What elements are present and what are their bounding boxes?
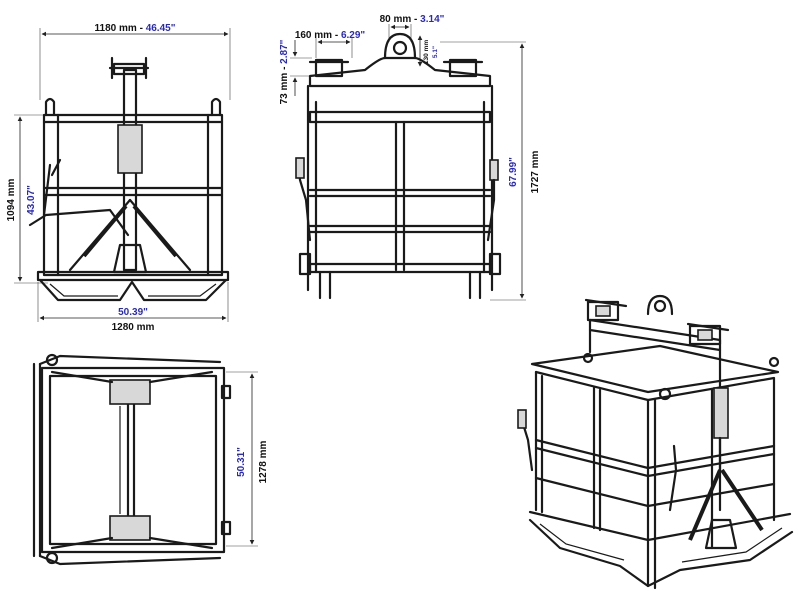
front-width-label: 1180 mm - 46.45" [95, 23, 176, 34]
side-hook-width-dimension: 160 mm - 6.29" [295, 30, 366, 58]
front-height-dimension: 1094 mm 43.07" [6, 114, 48, 284]
front-mechanism [28, 56, 192, 274]
top-depth-in-label: 50.31" [236, 447, 247, 477]
side-lifting-beam [308, 32, 492, 88]
top-view: 50.31" 1278 mm [32, 353, 269, 566]
side-total-height-dimension: 67.99" 1727 mm [440, 41, 541, 301]
front-base-width-in-label: 50.39" [118, 307, 148, 318]
front-base-width-mm-label: 1280 mm [112, 322, 155, 333]
iso-basket [517, 344, 794, 590]
front-base-width-dimension: 50.39" 1280 mm [37, 282, 229, 333]
top-depth-dimension: 50.31" 1278 mm [226, 371, 269, 547]
side-view: 80 mm - 3.14" 160 mm - 6.29" 73 mm - 2.8… [279, 14, 541, 301]
isometric-view [517, 294, 794, 590]
side-eye-height-dimension: 130 mm 5.1" [417, 35, 439, 67]
front-frame [36, 97, 230, 302]
top-frame [32, 353, 232, 566]
side-eye-height-in-label: 5.1" [432, 46, 439, 58]
side-beam-height-label: 73 mm - 2.87" [279, 39, 290, 104]
top-depth-mm-label: 1278 mm [258, 440, 269, 483]
side-eye-height-mm-label: 130 mm [423, 40, 430, 64]
front-width-dimension: 1180 mm - 46.45" [39, 23, 231, 100]
side-eye-width-label: 80 mm - 3.14" [380, 14, 445, 25]
side-total-height-mm-label: 1727 mm [530, 150, 541, 193]
side-hook-width-label: 160 mm - 6.29" [295, 30, 366, 41]
front-height-mm-label: 1094 mm [6, 178, 17, 221]
iso-lifting-beam [584, 294, 730, 472]
side-total-height-in-label: 67.99" [508, 157, 519, 187]
front-view: 1180 mm - 46.45" 1094 mm 43.07" [6, 23, 231, 333]
front-height-in-label: 43.07" [26, 185, 37, 215]
side-frame [295, 84, 502, 300]
side-beam-height-dimension: 73 mm - 2.87" [279, 39, 312, 104]
